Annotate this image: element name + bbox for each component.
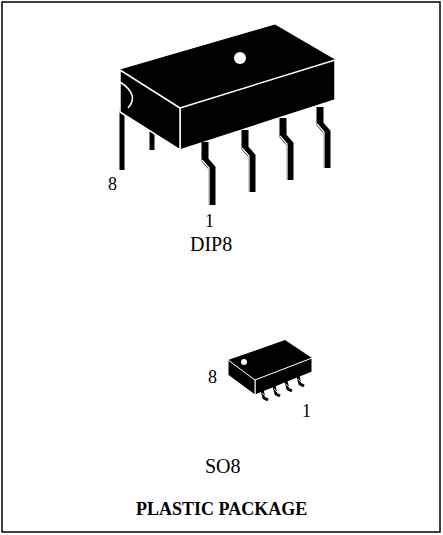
frame	[2, 2, 440, 532]
pin-number: 1	[302, 402, 311, 420]
package-name: SO8	[205, 456, 241, 476]
dip8-package	[120, 25, 335, 205]
pin-number: 8	[108, 175, 117, 193]
package-name: DIP8	[190, 234, 232, 254]
pin-number: 1	[205, 212, 214, 230]
pin-number: 8	[208, 368, 217, 386]
so8-package	[228, 340, 312, 400]
caption-label: PLASTIC PACKAGE	[136, 500, 307, 518]
